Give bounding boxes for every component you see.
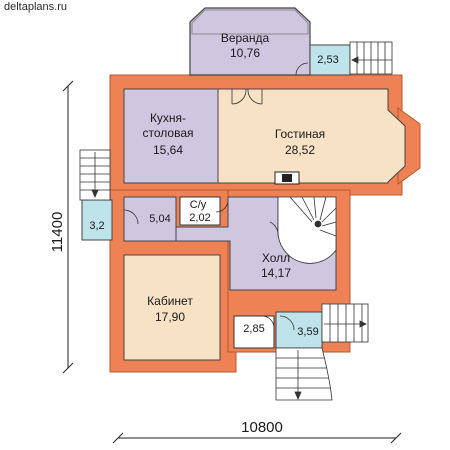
site-watermark: deltaplans.ru bbox=[4, 1, 67, 13]
study-area-value: 17,90 bbox=[155, 310, 185, 324]
hall-door-swing bbox=[269, 221, 279, 237]
kitchen-area bbox=[123, 88, 219, 184]
living-double-door bbox=[231, 88, 263, 105]
living-name: Гостиная bbox=[275, 127, 325, 141]
porch-left-area-value: 3,2 bbox=[89, 220, 104, 232]
kitchen-area-value: 15,64 bbox=[153, 143, 183, 157]
storage-area bbox=[233, 315, 275, 349]
kitchen-name-line2: столовая bbox=[143, 126, 194, 140]
wc-name: С/у bbox=[190, 199, 207, 211]
porch-left-stairs bbox=[79, 149, 111, 201]
hall-area-value: 14,17 bbox=[261, 266, 291, 280]
porch-top-area-value: 2,53 bbox=[317, 54, 338, 66]
porch-bottom-stairs-right bbox=[321, 303, 369, 343]
corridor-area bbox=[123, 196, 177, 242]
dim-horizontal bbox=[112, 432, 402, 444]
porch-bottom-area-value: 3,59 bbox=[297, 326, 318, 338]
study-name: Кабинет bbox=[147, 294, 193, 308]
corridor-area-value: 5,04 bbox=[149, 213, 170, 225]
living-area-value: 28,52 bbox=[285, 143, 315, 157]
hall-name: Холл bbox=[262, 251, 290, 265]
porch-top-area bbox=[309, 44, 351, 76]
fireplace-box bbox=[282, 174, 292, 182]
veranda-door-swing bbox=[295, 62, 309, 76]
dim-width-label: 10800 bbox=[241, 419, 283, 436]
porch-bottom-door-swing bbox=[279, 315, 295, 331]
spiral-staircase bbox=[277, 196, 337, 264]
dim-vertical bbox=[62, 80, 74, 374]
porch-bottom-stairs-curved bbox=[275, 347, 333, 401]
porch-left-area bbox=[81, 199, 113, 241]
study-area bbox=[123, 254, 221, 361]
veranda-area-value: 10,76 bbox=[230, 46, 260, 60]
wc-area-value: 2,02 bbox=[189, 212, 210, 224]
porch-top-stairs bbox=[349, 41, 393, 75]
veranda-window-edge bbox=[191, 9, 309, 35]
corridor-door-swing bbox=[123, 209, 139, 225]
veranda-name: Веранда bbox=[221, 31, 270, 45]
storage-door-swing bbox=[261, 315, 275, 329]
kitchen-name-line1: Кухня- bbox=[150, 111, 186, 125]
dim-height-label: 11400 bbox=[49, 212, 66, 253]
wc-area bbox=[179, 196, 221, 226]
storage-area-value: 2,85 bbox=[243, 323, 264, 335]
